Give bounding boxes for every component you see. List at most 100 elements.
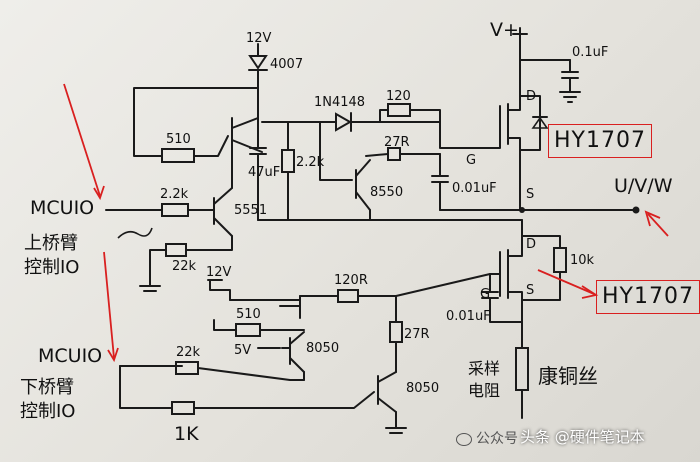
label-510-bot: 510 (236, 307, 261, 322)
label-mcu-io-bot: MCUIO (38, 345, 102, 367)
q8550-inner-c (355, 191, 371, 211)
wire-5551-emitter (185, 235, 233, 251)
q8050-bot-e (377, 397, 397, 413)
arrowhead-mcu-bot (107, 347, 119, 363)
diode-1n4148-symbol (335, 112, 353, 132)
label-8050: 8050 (306, 341, 339, 356)
label-22k-gnd: 22k (172, 259, 197, 274)
resistor-510-top (161, 148, 195, 163)
q8550-inner-e (355, 159, 371, 177)
wire-to-1k (119, 365, 173, 409)
label-510-top: 510 (166, 132, 191, 147)
resistor-2p2k-vertical (281, 149, 295, 173)
wire-to-27r (365, 153, 389, 157)
mos-top-body-diode (531, 116, 549, 129)
label-5551: 5551 (234, 203, 267, 218)
label-g-top: G (466, 153, 476, 168)
label-120r-bot: 120R (334, 273, 368, 288)
label-sampling-res: 采样 电阻 (468, 359, 501, 400)
label-8550-top: 8550 (370, 185, 403, 200)
label-1n4148: 1N4148 (314, 95, 365, 110)
label-27r-top: 27R (384, 135, 410, 150)
label-47uf: 47uF (248, 165, 280, 180)
resistor-120-top (387, 103, 411, 117)
label-manganin: 康铜丝 (538, 364, 598, 388)
diode-4007-symbol (248, 55, 268, 70)
squiggle-mark (117, 227, 153, 239)
wire-12v-bot (209, 279, 231, 301)
watermark-left: 公众号 (456, 428, 518, 448)
arrowhead-uvw (644, 210, 661, 227)
q8550-top-emitter (231, 117, 259, 129)
resistor-120r (337, 289, 359, 303)
wire-bot-gate (489, 273, 501, 293)
label-d-bot: D (526, 237, 536, 252)
arrow-mcu-top (63, 83, 101, 197)
q8050-c (289, 331, 305, 345)
label-cap-gate-top: 0.01uF (452, 181, 497, 196)
resistor-510-bot (235, 323, 261, 337)
resistor-1k (171, 401, 195, 415)
label-upper-arm-ctrl: 上桥臂 控制IO (24, 233, 80, 278)
q8550-top-collector (231, 139, 263, 153)
label-d-top: D (526, 89, 536, 104)
label-12v-top: 12V (246, 31, 272, 46)
resistor-10k (553, 247, 567, 273)
label-1k: 1K (174, 423, 199, 445)
mos-top-source (507, 137, 521, 211)
wire-120-out (409, 109, 441, 123)
label-cap-vplus: 0.1uF (572, 45, 608, 60)
mos-top-drain (507, 85, 521, 111)
mos-bot-drain (507, 235, 523, 257)
wire-10k-down (521, 271, 561, 301)
resistor-22k-low (175, 361, 199, 375)
watermark-right: 头条 @硬件笔记本 (520, 428, 645, 446)
resistor-22k-gnd (165, 243, 187, 257)
label-vplus: V+ (490, 19, 519, 41)
wire-120r-out (357, 273, 491, 297)
arrow-mcu-bot (103, 251, 115, 359)
label-5v: 5V (234, 343, 251, 358)
arrow-hy-bot (537, 269, 595, 295)
chip-label-top: HY1707 (548, 124, 652, 158)
label-22k-low: 22k (176, 345, 201, 360)
label-4007: 4007 (270, 57, 303, 72)
label-8050-bot: 8050 (406, 381, 439, 396)
chip-label-bottom: HY1707 (596, 280, 700, 314)
label-lower-arm-ctrl: 下桥臂 控制IO (20, 377, 76, 422)
label-120-top: 120 (386, 89, 411, 104)
q5551-c (213, 187, 233, 205)
label-mcu-io-top: MCUIO (30, 197, 94, 219)
wire-1k-to-8050 (193, 391, 375, 409)
wechat-icon (456, 432, 472, 446)
wire-22k-to-8050 (197, 367, 305, 381)
wire-to-q8550-inner (319, 121, 353, 181)
mos-top-body-diode-wire (519, 95, 541, 151)
q8050-e (289, 357, 305, 373)
label-2p2k-vert: 2.2k (296, 155, 325, 170)
wire-22k-gnd (149, 249, 167, 287)
wire-to-10k (521, 235, 561, 249)
label-10k: 10k (570, 253, 595, 268)
label-s-top: S (526, 187, 534, 202)
phase-terminal (632, 206, 640, 214)
label-2p2k-base: 2.2k (160, 187, 189, 202)
q8050-bot-c (377, 371, 397, 383)
label-cap-gate-bot: 0.01uF (446, 309, 491, 324)
wire-bot-cap-down (489, 297, 523, 323)
resistor-2p2k-base (161, 203, 189, 217)
wire-510-to-8550 (193, 135, 229, 157)
label-12v-bot: 12V (206, 265, 232, 280)
resistor-27r-bot (389, 321, 403, 343)
label-g-bot: G (480, 287, 490, 302)
wire-loop-510 (133, 87, 259, 157)
q5551-e (213, 217, 233, 237)
wire-to-510-bot (213, 319, 237, 331)
mos-bot-source (507, 291, 523, 349)
label-uvw: U/V/W (614, 175, 673, 197)
wire-gate-node-top (439, 121, 501, 149)
wire-to-120 (379, 109, 389, 123)
shunt-resistor (515, 347, 529, 391)
